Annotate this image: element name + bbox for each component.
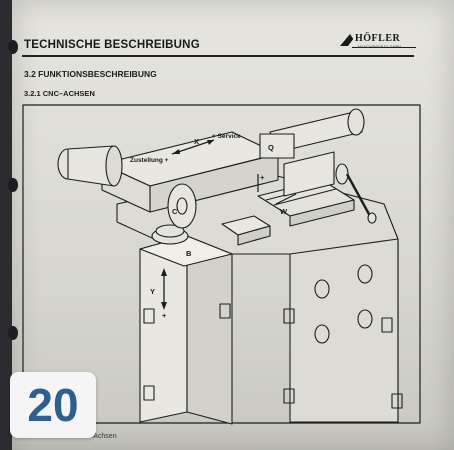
side-plate [283,308,295,324]
logo-text: HÖFLER [355,33,401,44]
label-w-axis: W [280,207,288,216]
y-arrowhead [161,268,167,276]
header-rule [22,55,414,57]
column-slot [219,303,231,319]
bar-end [367,212,377,224]
label-x-axis: X [194,137,199,146]
side-plate [381,317,393,333]
housing-hole [314,324,330,344]
binder-hole [8,40,18,54]
wheel-hub [176,197,188,215]
rail-line [273,188,337,206]
tail-stock [283,151,335,197]
label-c-axis: C [172,207,178,216]
x-arrowhead [207,140,214,145]
top-block-side [237,225,271,246]
w-axis-arrow [275,193,297,205]
housing-hole [357,264,373,284]
company-logo [340,34,416,48]
y-arrowhead [161,302,167,310]
spindle-flange [105,145,123,187]
caption-text: CNC–Achsen [74,433,117,440]
w-rail-side [289,199,355,227]
figure-frame [22,104,421,424]
subsection-title: 3.2.1 CNC–ACHSEN [24,89,95,98]
section-title: 3.2 FUNKTIONSBESCHREIBUNG [24,69,157,79]
side-plate [283,388,295,404]
x-arrowhead [172,149,180,154]
right-spindle-end [347,108,365,136]
housing-hole [314,279,330,299]
column-side [186,235,233,425]
q-block [259,133,295,159]
logo-subtitle: MASCHINENBAU GMBH [358,45,402,49]
column-slot [143,308,155,324]
c-grinding-wheel [167,183,197,229]
label-y-plus: + [162,311,167,320]
label-plus: + [260,173,265,182]
label-b-axis: B [186,249,192,258]
binder-hole [8,178,18,192]
column-slot [143,385,155,401]
cnc-axes-figure: X + Service Zustellung + Q + W C B Y + [22,104,421,425]
b-rotary-table-top [155,224,185,238]
binder-hole [8,326,18,340]
housing-hole [357,309,373,329]
side-plate [391,393,403,409]
workpiece-bar [345,173,372,217]
tail-stock-end [335,163,349,185]
label-service: + Service [212,133,241,140]
label-q-axis: Q [268,143,274,152]
label-y-axis: Y [150,287,155,296]
page-header-title: TECHNISCHE BESCHREIBUNG [24,39,200,51]
page-number-badge: 20 [10,372,96,438]
label-zustellung: Zustellung + [130,157,169,164]
housing-edge [289,238,399,255]
